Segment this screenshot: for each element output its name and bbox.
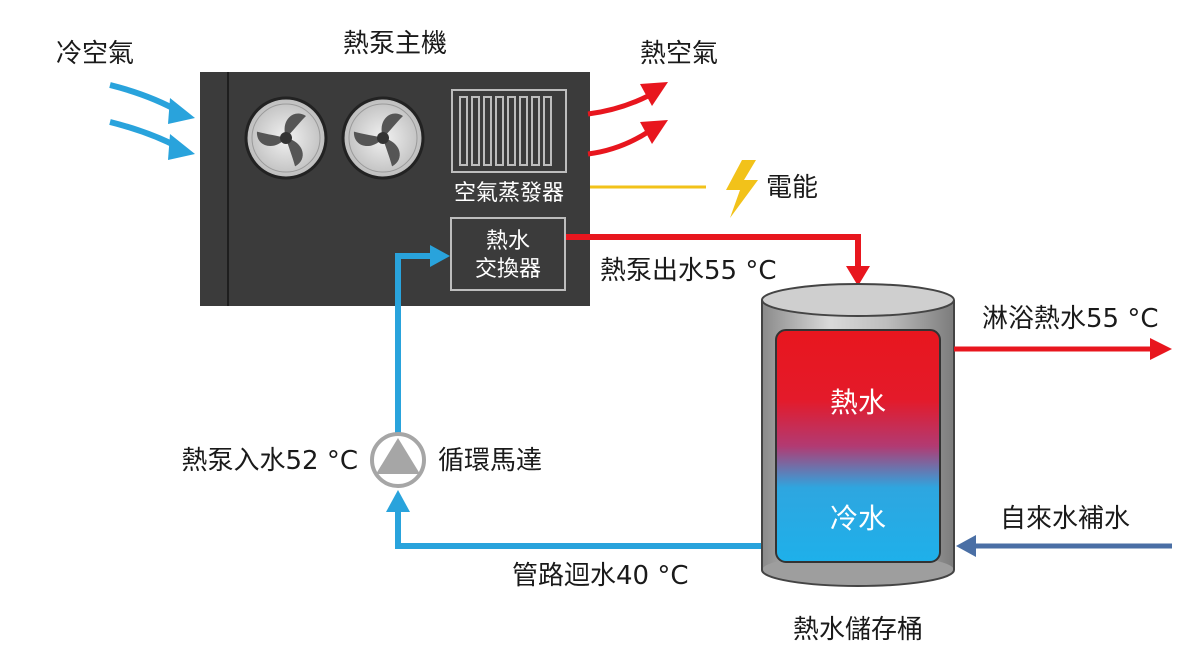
hot-air-arrows xyxy=(587,82,668,157)
evaporator-grille xyxy=(451,89,567,173)
shower-outlet-pipe xyxy=(954,338,1172,360)
pump-inlet-label: 熱泵入水52 °C xyxy=(181,446,358,476)
heat-exchanger-label-2: 交換器 xyxy=(475,257,541,282)
hot-outlet-pipe xyxy=(566,234,870,286)
evaporator-label: 空氣蒸發器 xyxy=(454,181,564,206)
shower-water-label: 淋浴熱水55 °C xyxy=(982,304,1159,334)
makeup-water-label: 自來水補水 xyxy=(1000,504,1130,534)
cold-air-label: 冷空氣 xyxy=(56,39,134,69)
pump-outlet-label: 熱泵出水55 °C xyxy=(600,256,777,286)
heat-exchanger-label-1: 熱水 xyxy=(486,229,530,254)
circulation-pump-label: 循環馬達 xyxy=(438,446,542,476)
return-pipe xyxy=(386,245,766,549)
tank-cold-label: 冷水 xyxy=(830,502,886,535)
tank-hot-label: 熱水 xyxy=(830,386,886,419)
fan-icon xyxy=(244,96,328,180)
heat-pump-unit-label: 熱泵主機 xyxy=(343,29,447,59)
makeup-water-pipe xyxy=(956,535,1172,557)
pump-icon xyxy=(370,432,426,488)
lightning-icon xyxy=(726,160,758,218)
storage-tank: 熱水 冷水 xyxy=(761,283,955,587)
heat-exchanger-box xyxy=(450,217,566,291)
storage-tank-label: 熱水儲存桶 xyxy=(793,615,923,645)
return-water-label: 管路迴水40 °C xyxy=(512,561,689,591)
electricity-label: 電能 xyxy=(766,173,818,203)
hot-air-label: 熱空氣 xyxy=(640,39,718,69)
cold-air-arrows xyxy=(109,82,195,160)
fan-icon xyxy=(341,96,425,180)
